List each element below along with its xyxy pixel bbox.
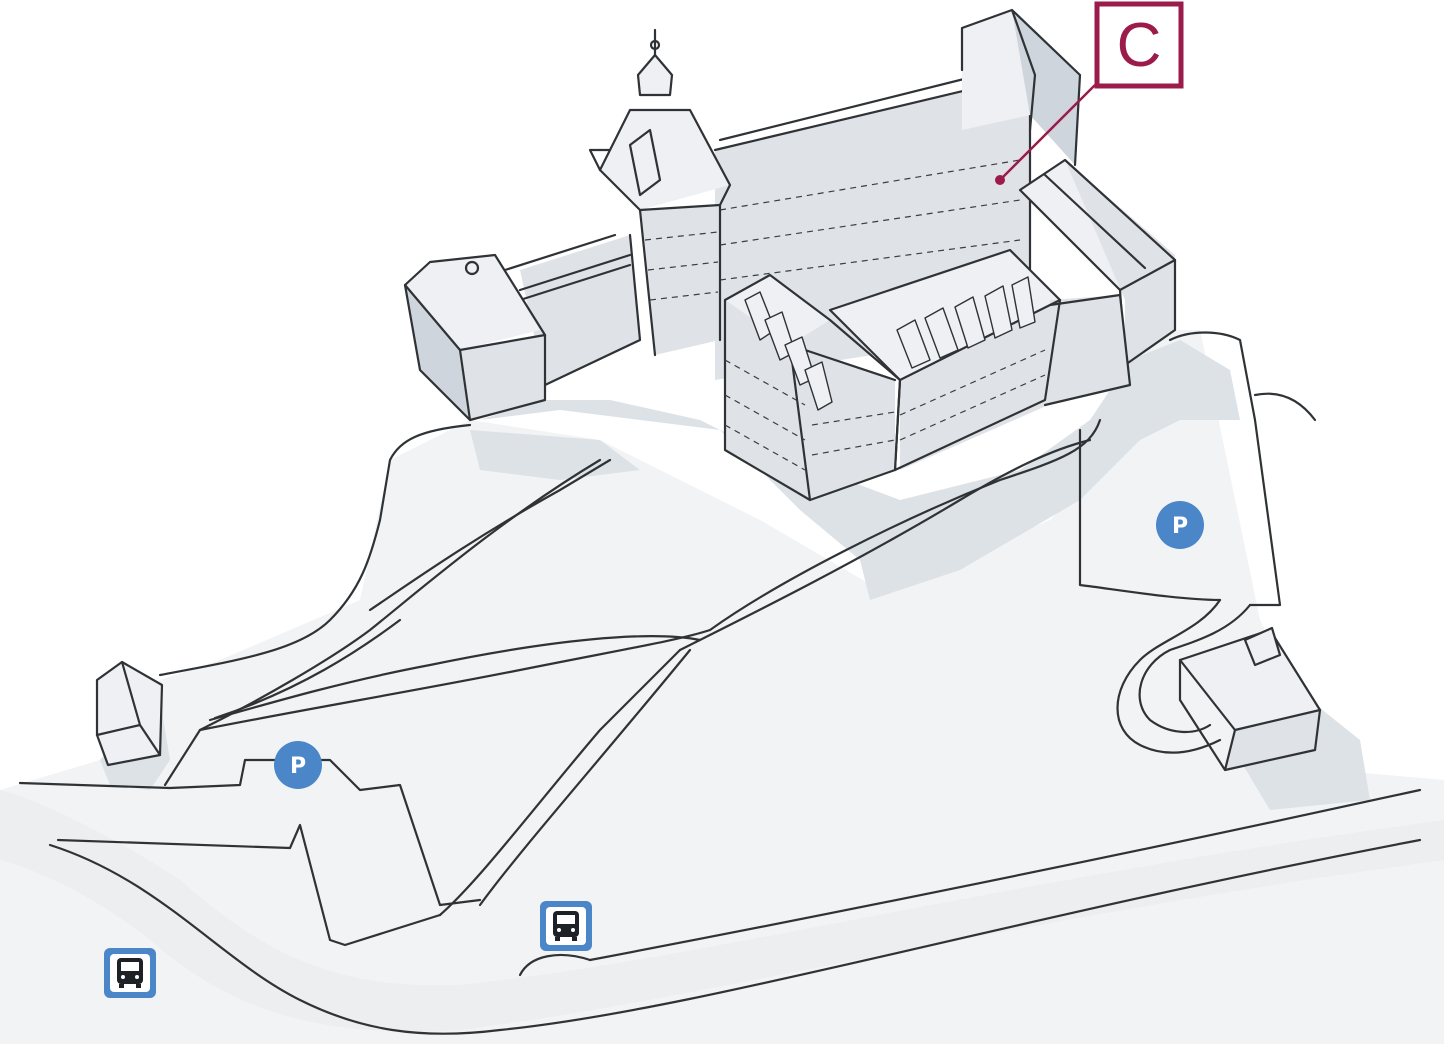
bus-icon — [553, 911, 579, 941]
bus-stop-left[interactable] — [104, 948, 156, 998]
gatehouse-left — [95, 660, 164, 767]
parking-label: P — [1172, 514, 1188, 539]
main-building[interactable] — [403, 8, 1177, 502]
parking-icon — [274, 741, 322, 789]
bus-stop-center[interactable] — [540, 901, 592, 951]
parking-label: P — [290, 754, 306, 779]
parking-icon — [1156, 501, 1204, 549]
gatehouse-right — [1178, 626, 1322, 772]
marker-label: C — [1117, 11, 1162, 80]
marker-dot — [995, 175, 1005, 185]
dormers — [896, 276, 1036, 369]
roads — [0, 331, 1444, 1035]
grounds — [0, 330, 1444, 1044]
parking-marker-upper-right[interactable]: P — [1156, 501, 1204, 549]
building-marker[interactable]: C — [995, 1, 1184, 185]
side-dormers — [744, 291, 833, 411]
bus-icon — [117, 958, 143, 988]
marker-frame — [1094, 1, 1184, 89]
parking-marker-lower-left[interactable]: P — [274, 741, 322, 789]
